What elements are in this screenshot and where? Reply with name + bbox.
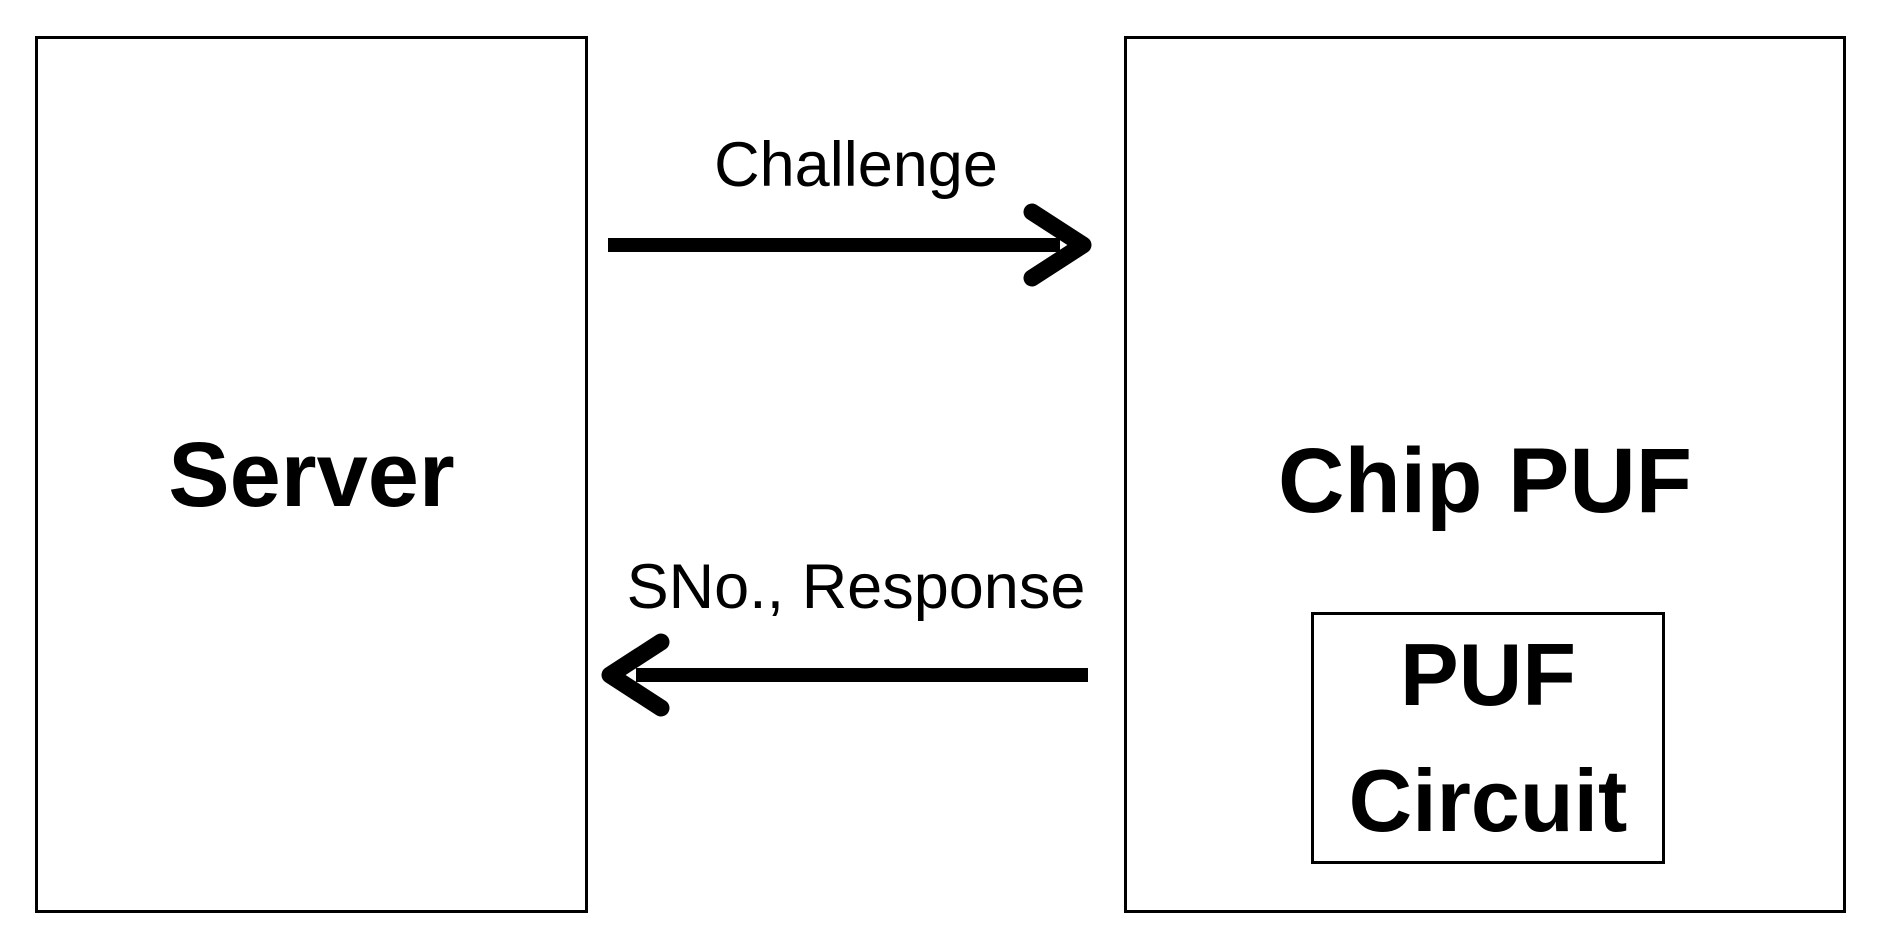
chip-puf-box: Chip PUF PUF Circuit bbox=[1124, 36, 1846, 913]
puf-circuit-box: PUF Circuit bbox=[1311, 612, 1665, 864]
challenge-arrow-label: Challenge bbox=[714, 130, 998, 200]
server-label: Server bbox=[168, 423, 455, 526]
response-left-arrow-icon bbox=[601, 633, 1088, 717]
server-box: Server bbox=[35, 36, 588, 913]
puf-circuit-label-line1: PUF bbox=[1400, 625, 1576, 724]
puf-circuit-label-line2: Circuit bbox=[1348, 751, 1628, 850]
response-arrow-label: SNo., Response bbox=[626, 552, 1086, 622]
chip-puf-label: Chip PUF bbox=[1278, 430, 1692, 532]
challenge-right-arrow-icon bbox=[608, 203, 1092, 287]
